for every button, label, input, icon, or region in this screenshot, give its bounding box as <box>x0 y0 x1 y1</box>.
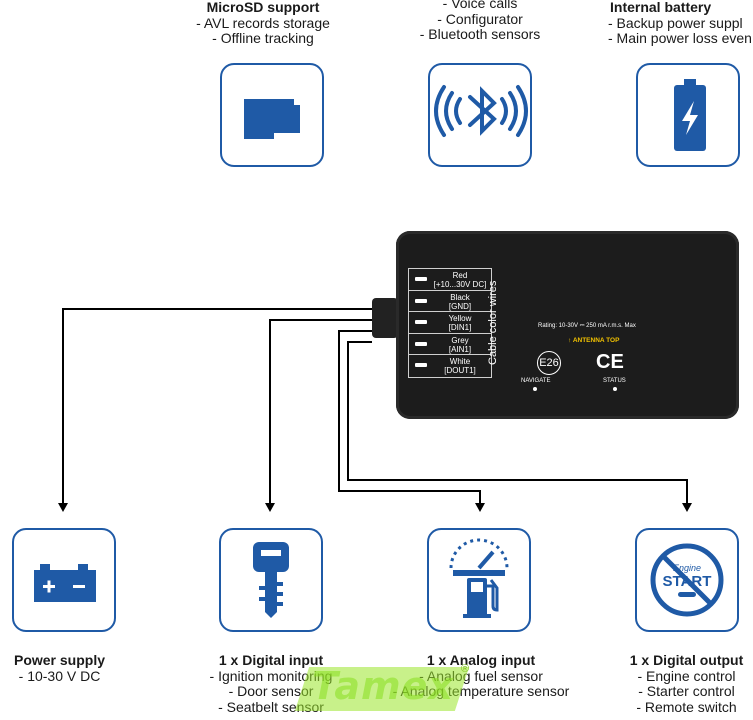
feature-title: MicroSD support <box>206 0 320 15</box>
feature-title: 1 x Digital input <box>218 652 324 668</box>
feature-line: - Door sensor <box>228 683 314 699</box>
feature-line: - Voice calls <box>442 0 518 11</box>
digital-input-box <box>219 528 323 632</box>
navigate-label: NAVIGATE <box>521 378 551 384</box>
feature-title: 1 x Digital output <box>629 652 744 668</box>
wire-color: Grey <box>451 335 469 345</box>
feature-line: - Starter control <box>638 683 735 699</box>
feature-title: Internal battery <box>610 0 712 15</box>
feature-line: - Configurator <box>437 10 523 27</box>
wire-row: Yellow[DIN1] <box>409 312 491 334</box>
analog-input-box <box>427 528 531 632</box>
wire-color: Black <box>450 292 470 302</box>
feature-line: - 10-30 V DC <box>18 667 101 684</box>
feature-line: - Engine control <box>637 667 736 684</box>
wire-pin-icon <box>415 320 427 325</box>
feature-title: Power supply <box>13 652 106 668</box>
feature-digital-output: 1 x Digital output - Engine control - St… <box>620 652 753 715</box>
wire-color: Red <box>452 271 468 280</box>
battery-icon <box>674 79 706 151</box>
microsd-icon <box>244 99 300 139</box>
feature-line: - Bluetooth sensors <box>419 26 541 42</box>
car-battery-icon <box>34 564 96 602</box>
feature-digital-input: 1 x Digital input - Ignition monitoring … <box>196 652 346 715</box>
feature-power-supply: Power supply - 10-30 V DC <box>2 652 117 684</box>
wire-spec: [+10...30V DC] <box>433 280 487 289</box>
feature-line: - Ignition monitoring <box>209 667 333 684</box>
wire-pin-icon <box>415 298 427 303</box>
watermark-logo: Tamex <box>312 664 454 708</box>
antenna-label: ↑ ANTENNA TOP <box>568 337 620 344</box>
ce-mark: CE <box>596 351 624 373</box>
feature-microsd: MicroSD support - AVL records storage - … <box>188 0 338 47</box>
wire-color: White <box>449 357 471 367</box>
engine-word: Engine <box>673 563 701 573</box>
power-box <box>12 528 116 632</box>
microsd-box <box>220 63 324 167</box>
watermark-registered-mark: ® <box>461 663 470 675</box>
wire-spec: [AIN1] <box>448 344 472 354</box>
tracker-device <box>396 231 739 419</box>
wire-pin-icon <box>415 277 427 281</box>
wire-row: Red[+10...30V DC] <box>409 269 491 291</box>
battery-box <box>636 63 740 167</box>
engine-start-blocked-icon: Engine START <box>650 543 724 617</box>
wire-pin-icon <box>415 363 427 368</box>
feature-line: - Remote switch <box>636 698 737 715</box>
wire-spec: [GND] <box>448 301 472 311</box>
wire-spec: [DIN1] <box>448 323 472 333</box>
cable-colors-label: Cable color wires <box>487 280 499 366</box>
status-label: STATUS <box>603 378 626 384</box>
start-word: START <box>663 573 712 590</box>
feature-line: - AVL records storage <box>196 14 330 31</box>
cable-connector <box>372 298 398 338</box>
wire-legend: Red[+10...30V DC] Black[GND] Yellow[DIN1… <box>408 268 492 378</box>
feature-battery: Internal battery - Backup power suppl - … <box>608 0 753 47</box>
wire-row: White[DOUT1] <box>409 355 491 377</box>
ignition-key-icon <box>253 542 289 618</box>
rating-label: Rating: 10-30V ⎓ 250 mA r.m.s. Max <box>538 323 636 329</box>
wire-pin-icon <box>415 341 427 346</box>
wire-row: Black[GND] <box>409 291 491 313</box>
status-led <box>613 387 617 391</box>
e-mark: E26 <box>537 351 561 375</box>
wire-spec: [DOUT1] <box>444 366 476 376</box>
feature-line: - Main power loss even <box>608 30 752 46</box>
digital-output-box: Engine START <box>635 528 739 632</box>
fuel-gauge-icon <box>449 538 509 618</box>
bluetooth-box <box>428 63 532 167</box>
feature-bluetooth: - Voice calls - Configurator - Bluetooth… <box>400 0 560 43</box>
bluetooth-icon <box>434 85 528 137</box>
feature-title: 1 x Analog input <box>426 652 536 668</box>
wire-row: Grey[AIN1] <box>409 334 491 356</box>
feature-line: - Offline tracking <box>212 30 314 46</box>
feature-line: - Backup power suppl <box>608 14 743 31</box>
navigate-led <box>533 387 537 391</box>
wire-color: Yellow <box>448 314 472 324</box>
